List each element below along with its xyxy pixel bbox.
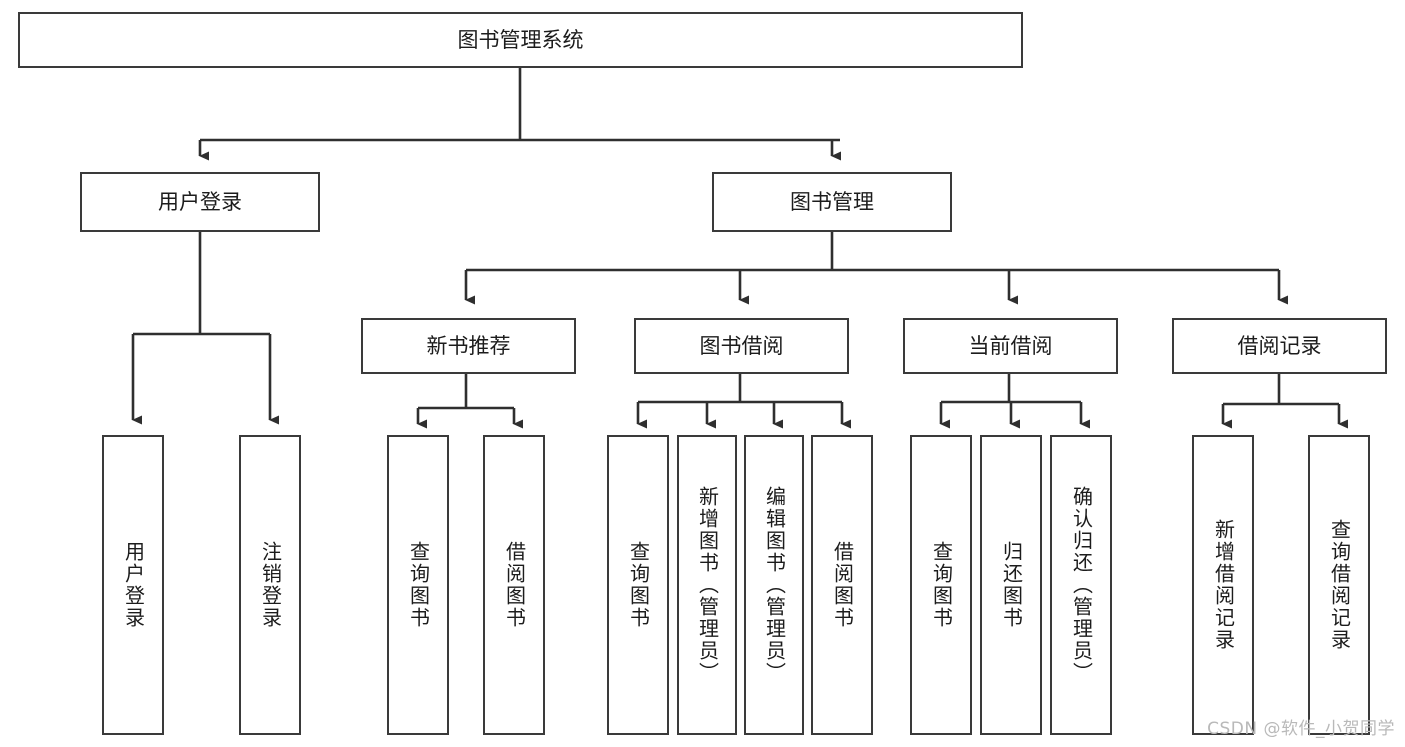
- node-label: 图书管理系统: [457, 27, 584, 52]
- node-user-login[interactable]: 用户登录: [80, 172, 320, 232]
- node-leaf-query-book-borrow[interactable]: 查询图书: [607, 435, 669, 735]
- node-leaf-query-borrow-record[interactable]: 查询借阅记录: [1308, 435, 1370, 735]
- node-leaf-add-borrow-record[interactable]: 新增借阅记录: [1192, 435, 1254, 735]
- node-label: 归还图书: [999, 541, 1024, 629]
- node-leaf-add-book-admin[interactable]: 新增图书（管理员）: [677, 435, 737, 735]
- node-label: 查询借阅记录: [1327, 519, 1352, 651]
- node-leaf-edit-book-admin[interactable]: 编辑图书（管理员）: [744, 435, 804, 735]
- node-book-management[interactable]: 图书管理: [712, 172, 952, 232]
- node-label: 编辑图书（管理员）: [762, 486, 787, 684]
- node-borrow-record[interactable]: 借阅记录: [1172, 318, 1387, 374]
- node-leaf-borrow-book-recommend[interactable]: 借阅图书: [483, 435, 545, 735]
- node-leaf-return-book[interactable]: 归还图书: [980, 435, 1042, 735]
- node-label: 用户登录: [121, 541, 146, 629]
- node-label: 图书借阅: [699, 333, 784, 358]
- node-label: 借阅图书: [502, 541, 527, 629]
- node-label: 图书管理: [790, 189, 874, 214]
- node-current-borrow[interactable]: 当前借阅: [903, 318, 1118, 374]
- node-label: 当前借阅: [968, 333, 1053, 358]
- node-leaf-query-book-current[interactable]: 查询图书: [910, 435, 972, 735]
- node-new-book-recommend[interactable]: 新书推荐: [361, 318, 576, 374]
- node-label: 注销登录: [258, 541, 283, 629]
- node-label: 新书推荐: [426, 333, 511, 358]
- node-label: 新增借阅记录: [1211, 519, 1236, 651]
- node-label: 确认归还（管理员）: [1069, 486, 1094, 684]
- node-label: 查询图书: [406, 541, 431, 629]
- node-leaf-borrow-book[interactable]: 借阅图书: [811, 435, 873, 735]
- node-leaf-user-login[interactable]: 用户登录: [102, 435, 164, 735]
- node-label: 借阅记录: [1237, 333, 1322, 358]
- node-label: 查询图书: [929, 541, 954, 629]
- node-label: 查询图书: [626, 541, 651, 629]
- node-label: 借阅图书: [830, 541, 855, 629]
- node-root-system[interactable]: 图书管理系统: [18, 12, 1023, 68]
- node-leaf-logout[interactable]: 注销登录: [239, 435, 301, 735]
- watermark-text: CSDN @软件_小贺同学: [1207, 719, 1395, 739]
- node-book-borrow[interactable]: 图书借阅: [634, 318, 849, 374]
- node-label: 新增图书（管理员）: [695, 486, 720, 684]
- node-leaf-confirm-return-admin[interactable]: 确认归还（管理员）: [1050, 435, 1112, 735]
- node-leaf-query-book-recommend[interactable]: 查询图书: [387, 435, 449, 735]
- node-label: 用户登录: [158, 189, 242, 214]
